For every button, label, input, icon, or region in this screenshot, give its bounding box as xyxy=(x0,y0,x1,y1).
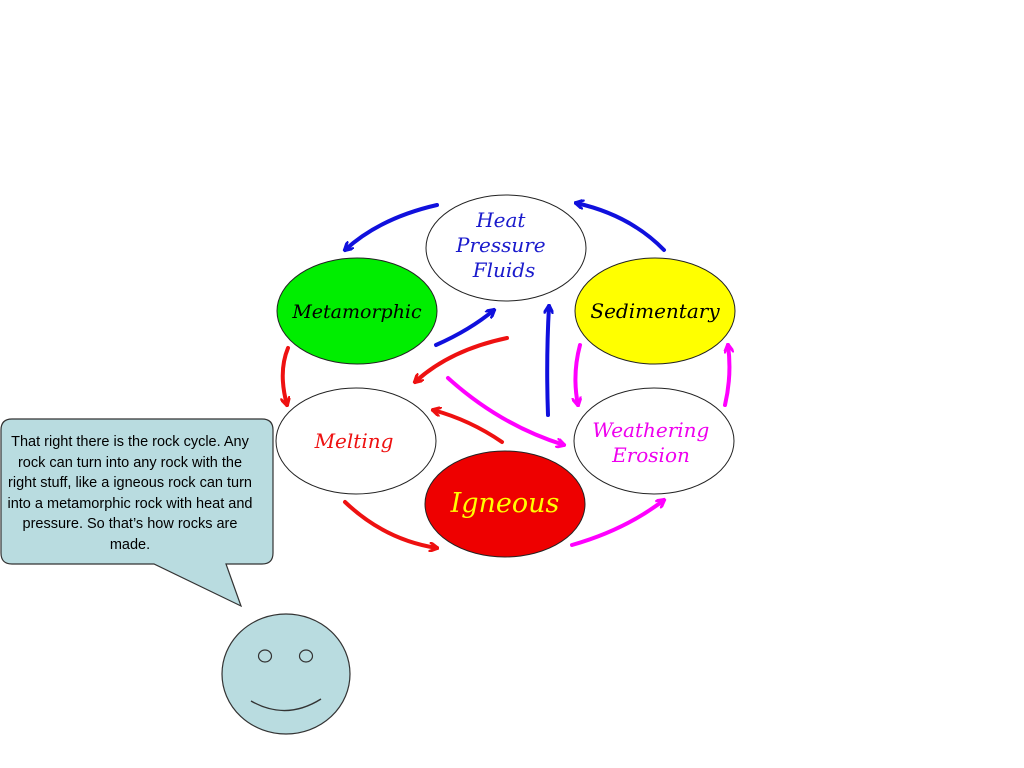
node-metamorphic: Metamorphic xyxy=(276,257,438,365)
arrow-heat-to-melting xyxy=(415,336,509,382)
smiley-left-eye xyxy=(257,649,273,663)
node-weathering-ellipse xyxy=(573,387,735,495)
arrow-weathering-to-sedimentary xyxy=(725,345,729,407)
arrows-red xyxy=(283,336,509,548)
smiley-face-icon xyxy=(221,613,351,735)
arrow-sedimentary-to-heat xyxy=(576,203,666,252)
node-metamorphic-label: Metamorphic xyxy=(291,301,422,323)
smiley-head xyxy=(221,613,351,735)
smiley-mouth xyxy=(250,698,322,712)
node-heat-pressure-fluids: Heat Pressure Fluids xyxy=(425,194,587,302)
node-weathering-line-2: Erosion xyxy=(611,443,690,467)
smiley-right-eye xyxy=(298,649,314,663)
arrow-melting-to-weathering xyxy=(446,376,564,445)
arrows-blue xyxy=(345,203,666,417)
arrows-magenta xyxy=(446,343,729,547)
node-melting-label: Melting xyxy=(314,429,394,453)
node-weathering-erosion: Weathering Erosion xyxy=(573,387,735,495)
arrow-igneous-to-melting xyxy=(433,410,504,444)
arrow-igneous-to-heat xyxy=(547,306,549,417)
node-sedimentary-label: Sedimentary xyxy=(590,299,720,323)
node-sedimentary: Sedimentary xyxy=(574,257,736,365)
arrow-melting-to-igneous xyxy=(343,500,437,548)
node-sedimentary-ellipse xyxy=(574,257,736,365)
node-melting: Melting xyxy=(275,387,437,495)
arrow-metamorphic-to-melting xyxy=(283,346,288,405)
node-weathering-line-1: Weathering xyxy=(592,418,709,442)
node-heat-line-2: Pressure xyxy=(455,233,546,257)
node-melting-ellipse xyxy=(275,387,437,495)
arrow-igneous-to-weathering xyxy=(570,500,664,547)
node-igneous: Igneous xyxy=(424,450,586,558)
svg-text:Heat Pressure Flui: Heat Pressure Fluids xyxy=(455,208,552,282)
node-heat-line-3: Fluids xyxy=(472,258,536,282)
node-metamorphic-ellipse xyxy=(276,257,438,365)
node-heat-line-1: Heat xyxy=(475,208,526,232)
speech-bubble-text: That right there is the rock cycle. Any … xyxy=(7,434,253,553)
node-igneous-label: Igneous xyxy=(450,488,560,519)
arrow-metamorphic-to-heat xyxy=(434,310,494,347)
arrow-sedimentary-to-weathering xyxy=(575,343,580,405)
node-igneous-ellipse xyxy=(424,450,586,558)
node-heat-ellipse xyxy=(425,194,587,302)
arrow-heat-to-metamorphic xyxy=(345,203,439,250)
speech-bubble xyxy=(0,418,274,608)
svg-text:Weathering Erosion: Weathering Erosion xyxy=(592,418,715,467)
